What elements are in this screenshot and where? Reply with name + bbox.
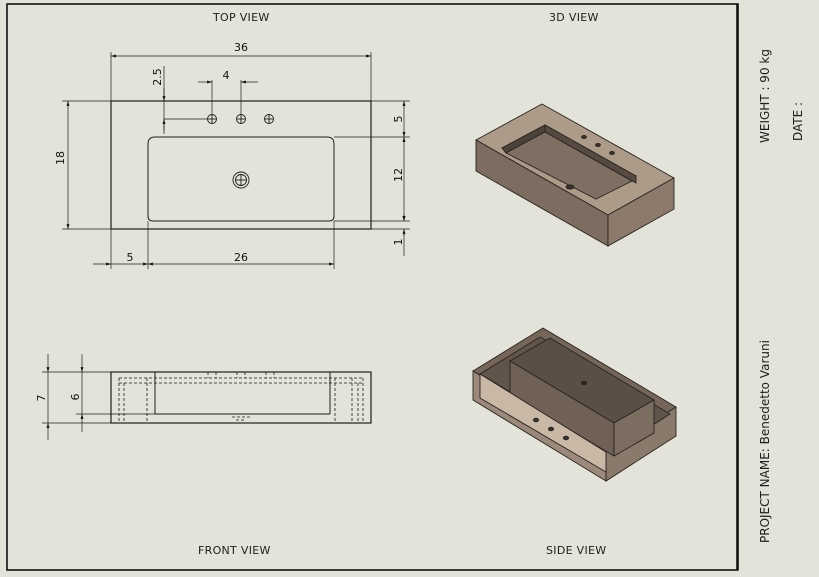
top-view-basin bbox=[147, 136, 335, 222]
dim-back-ledge: 5 bbox=[392, 116, 405, 123]
dim-basin-width: 12 bbox=[392, 168, 405, 182]
dim-basin-length: 26 bbox=[234, 251, 248, 264]
front-view-hidden-lines bbox=[118, 372, 364, 423]
3d-view-label: 3D VIEW bbox=[549, 11, 599, 24]
tap-holes bbox=[207, 114, 274, 124]
dim-tap-spacing: 4 bbox=[223, 69, 230, 82]
side-view-label: SIDE VIEW bbox=[546, 544, 607, 557]
drain-icon bbox=[232, 171, 250, 189]
front-view bbox=[110, 371, 372, 424]
top-view-dimensions bbox=[62, 52, 410, 269]
dim-basin-depth: 6 bbox=[69, 394, 82, 401]
front-view-outline bbox=[110, 371, 372, 424]
date-label: DATE : bbox=[791, 101, 805, 141]
sheet-border bbox=[6, 3, 739, 571]
weight-label: WEIGHT : 90 kg bbox=[758, 49, 772, 143]
dim-tap-offset: 2.5 bbox=[151, 68, 164, 86]
isometric-view-top bbox=[475, 103, 675, 247]
dim-front-rim: 1 bbox=[392, 239, 405, 246]
dim-overall-height: 7 bbox=[35, 395, 48, 402]
project-name-label: PROJECT NAME: Benedetto Varuni bbox=[758, 340, 772, 543]
top-view bbox=[110, 100, 372, 230]
dim-overall-length: 36 bbox=[234, 41, 248, 54]
isometric-view-bottom bbox=[472, 327, 677, 482]
top-view-label: TOP VIEW bbox=[213, 11, 270, 24]
dim-left-ledge: 5 bbox=[127, 251, 134, 264]
front-view-label: FRONT VIEW bbox=[198, 544, 271, 557]
dim-overall-width: 18 bbox=[54, 151, 67, 165]
front-view-dimensions bbox=[42, 354, 155, 440]
